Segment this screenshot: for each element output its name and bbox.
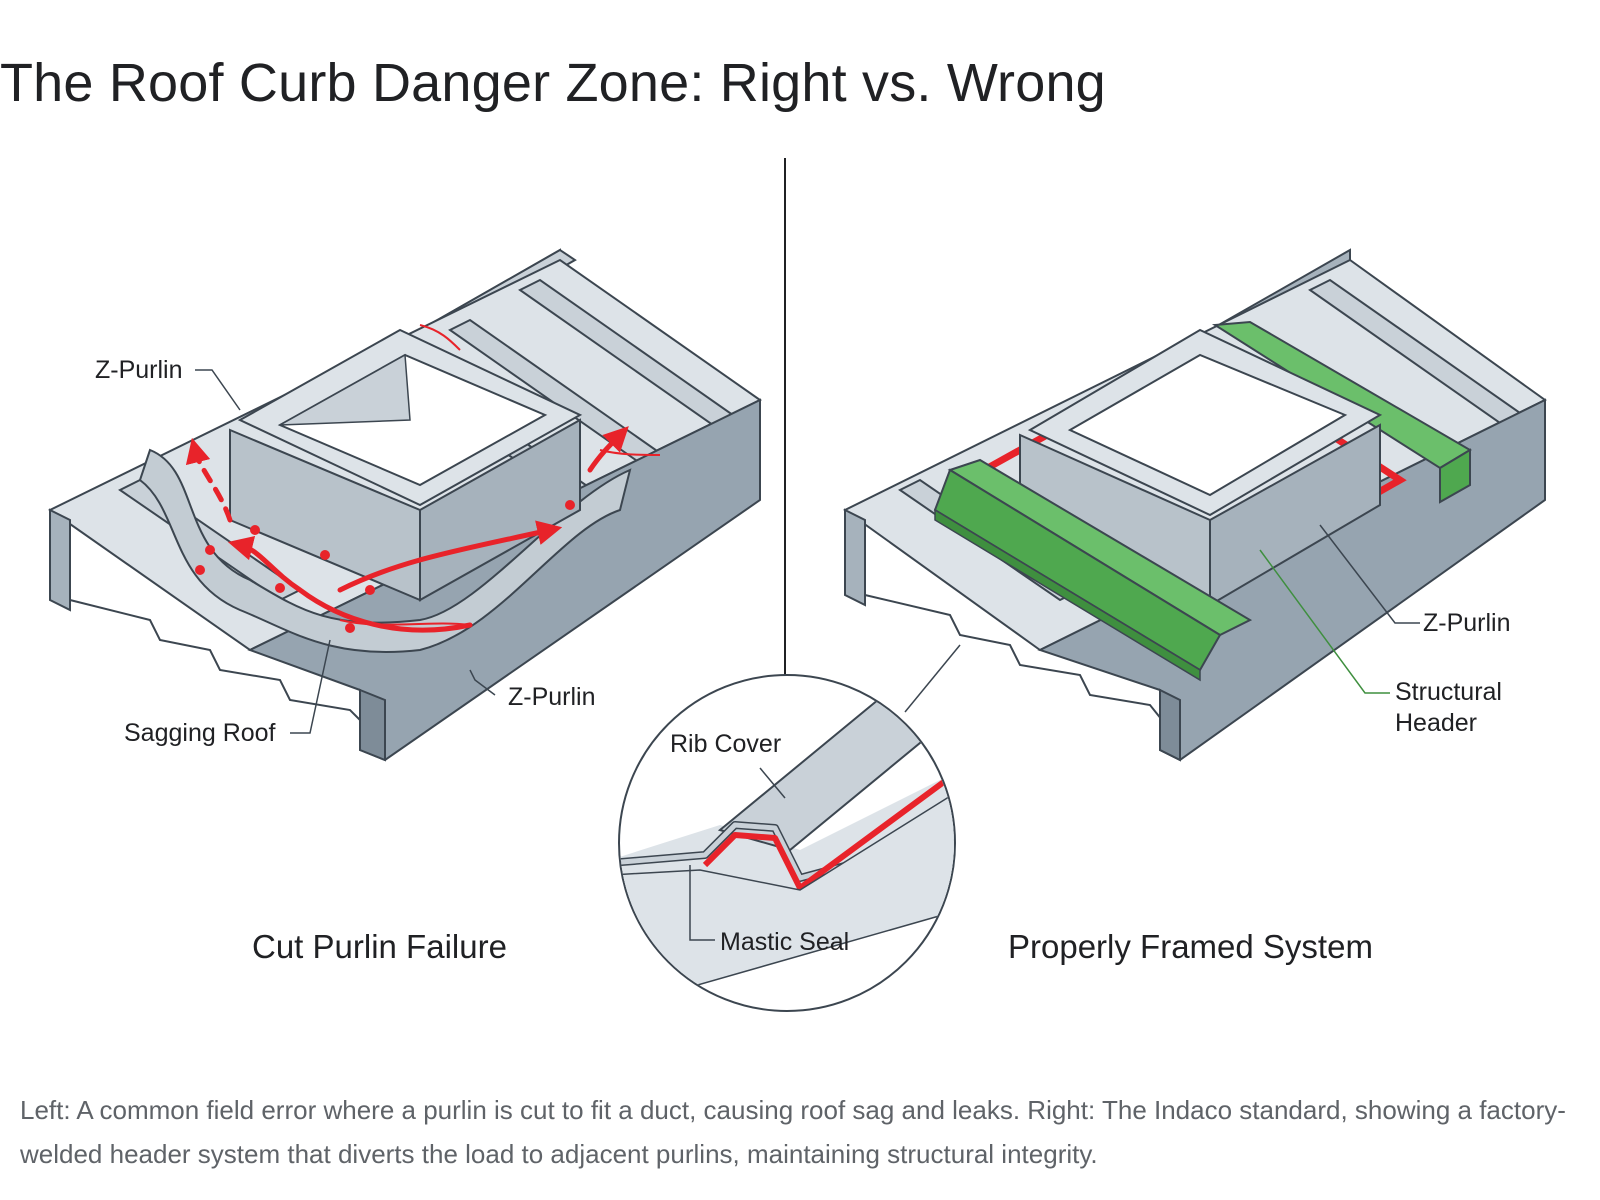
right-panel-properly-framed: Z-Purlin Structural Header Properly Fram… [843, 248, 1547, 965]
z-purlin-left-front [49, 508, 71, 612]
label-structural-header-1: Structural [1395, 678, 1502, 706]
page-title: The Roof Curb Danger Zone: Right vs. Wro… [0, 53, 1106, 113]
label-sagging-roof: Sagging Roof [124, 719, 276, 747]
sagging-section [138, 448, 632, 653]
label-mastic-seal: Mastic Seal [720, 928, 849, 956]
comparison-diagram: Z-Purlin Z-Purlin Sagging Roof Cut Purli… [48, 158, 1547, 1012]
figure-caption: Left: A common field error where a purli… [20, 1095, 1566, 1169]
mastic-seal [702, 767, 954, 891]
curb-box-left [229, 328, 583, 602]
label-structural-header-2: Header [1395, 709, 1477, 737]
structural-header-front [933, 458, 1253, 682]
right-panel-heading: Properly Framed System [1008, 928, 1373, 965]
label-z-purlin-top: Z-Purlin [95, 356, 183, 384]
label-z-purlin-right: Z-Purlin [1423, 609, 1511, 637]
curb-box-right [1019, 328, 1383, 607]
rib-cover [717, 688, 954, 852]
left-panel-heading: Cut Purlin Failure [252, 928, 507, 965]
label-rib-cover: Rib Cover [670, 730, 781, 758]
label-z-purlin-side: Z-Purlin [508, 683, 596, 711]
leak-droplets [195, 500, 575, 633]
detail-callout-rib: Rib Cover Mastic Seal [618, 644, 961, 1012]
left-panel-cut-purlin: Z-Purlin Z-Purlin Sagging Roof Cut Purli… [48, 248, 762, 965]
